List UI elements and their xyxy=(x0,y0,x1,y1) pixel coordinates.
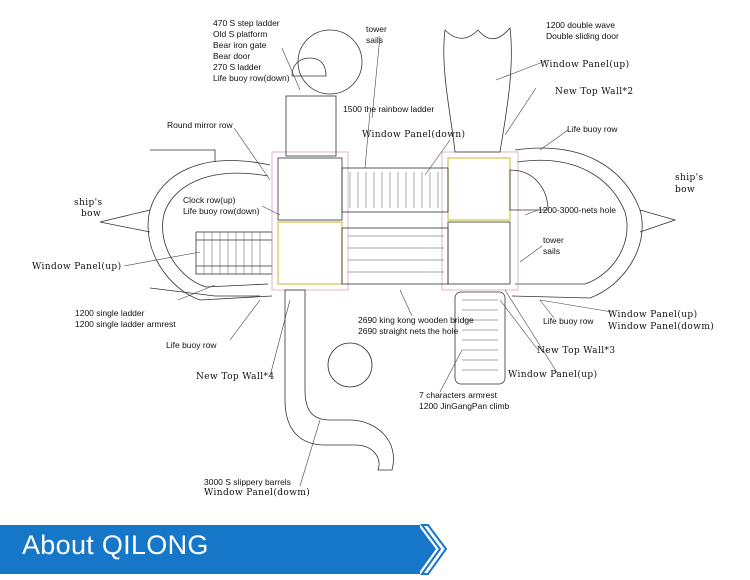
label-ships-bow-left: ship's xyxy=(74,198,103,208)
single-ladder xyxy=(195,231,273,275)
label-window-panel-up-4: Window Panel(up) xyxy=(508,370,598,380)
label-s-ladder: 270 S ladder xyxy=(213,62,262,72)
label-window-panel-down-2: Window Panel(dowm) xyxy=(608,322,715,332)
label-ships-bow-right: ship's xyxy=(675,173,704,183)
platform-bottom-right xyxy=(447,221,511,285)
label-clock-row: Clock row(up) xyxy=(183,195,236,205)
label-window-panel-up-3: Window Panel(up) xyxy=(608,310,698,320)
double-wave-slide xyxy=(443,27,512,153)
label-life-buoy-1: Life buoy row xyxy=(567,124,618,134)
round-mirror xyxy=(297,29,363,95)
label-new-top-wall-4: New Top Wall*4 xyxy=(196,372,275,382)
label-window-panel-up-1: Window Panel(up) xyxy=(540,60,630,70)
label-tower-top: tower xyxy=(366,24,387,34)
double-chevron-icon xyxy=(400,524,448,575)
label-wooden-bridge: 2690 king kong wooden bridge xyxy=(358,315,474,325)
label-round-mirror: Round mirror row xyxy=(167,120,233,130)
label-jingangpan: 1200 JinGangPan climb xyxy=(419,401,510,411)
banner-title: About QILONG xyxy=(22,530,209,560)
label-life-buoy-3: Life buoy row xyxy=(543,316,594,326)
platform-top-left xyxy=(277,157,343,221)
label-bow-left: bow xyxy=(81,209,102,219)
rainbow-ladder xyxy=(341,167,449,213)
label-seven-armrest: 7 characters armrest xyxy=(419,390,497,400)
label-life-buoy-down-2: Life buoy row(down) xyxy=(183,206,260,216)
label-new-top-wall-3: New Top Wall*3 xyxy=(537,346,616,356)
label-slippery-barrels: 3000 S slippery barrels xyxy=(204,477,291,487)
label-window-panel-down-3: Window Panel(dowm) xyxy=(204,488,311,498)
label-new-top-wall-2: New Top Wall*2 xyxy=(555,87,634,97)
jingangpan-climb xyxy=(454,291,506,385)
label-straight-nets: 2690 straight nets the hole xyxy=(358,326,459,336)
right-bow-hull-inner xyxy=(515,159,628,285)
label-window-panel-up-2: Window Panel(up) xyxy=(32,262,122,272)
label-ladder-armrest: 1200 single ladder armrest xyxy=(75,319,176,329)
label-sails-top: sails xyxy=(366,35,384,45)
about-banner: About QILONG xyxy=(0,519,750,580)
label-step-ladder: 470 S step ladder xyxy=(213,18,280,28)
label-window-panel-down-1: Window Panel(down) xyxy=(362,130,466,140)
right-bow-hull xyxy=(511,147,643,299)
wooden-bridge xyxy=(341,227,449,285)
label-life-buoy-2: Life buoy row xyxy=(166,340,217,350)
banner-bar xyxy=(0,525,420,574)
label-double-wave: 1200 double wave xyxy=(546,20,616,30)
label-bow-right: bow xyxy=(675,185,696,195)
left-bow-hull xyxy=(147,160,273,301)
label-sails-mid: sails xyxy=(543,246,561,256)
platform-bottom-left xyxy=(277,221,343,285)
label-life-buoy-down: Life buoy row(down) xyxy=(213,73,290,83)
top-tower xyxy=(285,95,337,157)
left-bow-hull-inner xyxy=(162,172,269,288)
label-sliding-door: Double sliding door xyxy=(546,31,619,41)
label-nets-hole: 1200-3000-nets hole xyxy=(538,205,616,215)
tube-slide xyxy=(284,289,394,471)
net-dome xyxy=(509,169,549,211)
label-iron-gate: Bear iron gate xyxy=(213,40,267,50)
label-rainbow-ladder: 1500 the rainbow ladder xyxy=(343,104,435,114)
label-single-ladder: 1200 single ladder xyxy=(75,308,145,318)
label-bear-door: Bear door xyxy=(213,51,251,61)
label-tower-mid: tower xyxy=(543,235,564,245)
platform-top-right xyxy=(447,157,511,221)
label-platform: Old S platform xyxy=(213,29,268,39)
